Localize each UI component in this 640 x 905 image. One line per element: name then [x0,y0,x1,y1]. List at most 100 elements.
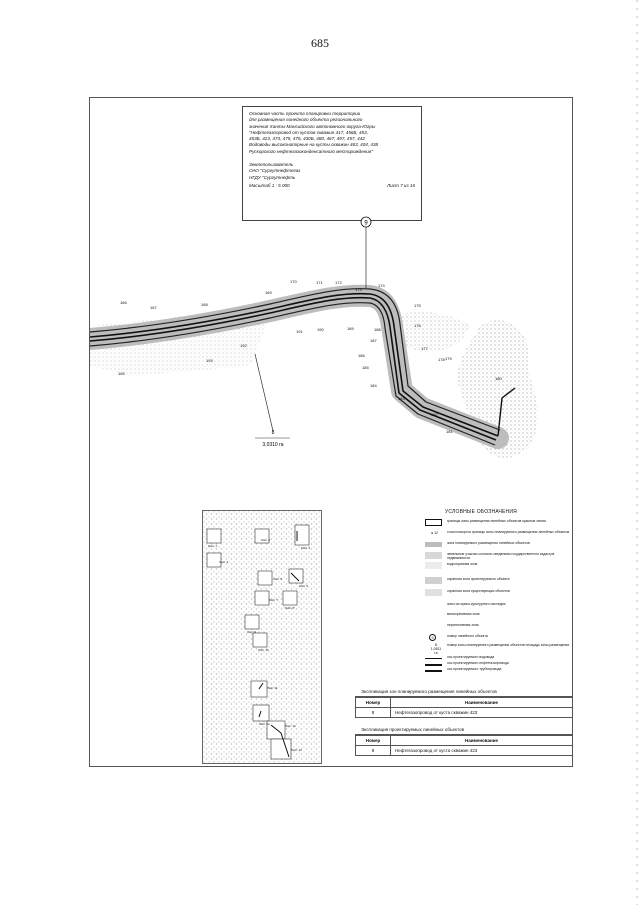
inset-sheet-label: Лист 13 [285,724,296,728]
inset-sheet-label: Лист 2 [261,538,270,542]
point-label: 175 [414,303,421,308]
map-sheet: Основная часть проекта планировки террит… [89,97,573,767]
page-number: 685 [311,36,329,50]
customer-line: ОАО "Сургутнефтегаз [249,168,301,174]
point-label: 170 [290,279,297,284]
point-label: 188 [374,327,381,332]
object-number-marker [360,216,372,228]
legend-point-number: 12 [434,531,438,535]
legend-zone-area: 1,0811 га [430,647,442,655]
inset-sheet-label: Лист 3 [301,546,310,550]
route-map: 9 8 3,0310 га 165 166 167 168 169 170 17… [90,216,539,458]
point-label: 165 [118,371,125,376]
zone-number-label: 8 [272,430,275,436]
title-block: Основная часть проекта планировки террит… [242,106,422,221]
point-label: 178 [438,357,445,362]
inset-sheet-label: Лист 5 [273,577,282,581]
zones-explication-title: Экспликация зон планируемого размещения … [355,688,573,697]
legend-item: охранная зона существующих объектов [425,589,570,597]
scale-label: Масштаб 1 : 5 000 [249,182,290,188]
customer-line: НГДУ "Сургутнефть [249,174,296,180]
objects-explication-title: Экспликация проектируемых линейных объек… [355,726,573,735]
point-label: 180 [495,376,502,381]
legend-item: границы зоны размещения линейных объекто… [425,519,570,527]
title-line: Рускорского нефтегазоконденсатного место… [249,148,373,154]
legend-item: 9 номер линейного объекта [425,634,570,642]
legend-item: земельные участки согласно сведениям гос… [425,552,570,560]
legend-object-number: 9 [429,634,436,641]
point-label: 182 [431,412,438,417]
legend-title: УСЛОВНЫЕ ОБОЗНАЧЕНИЯ [445,509,517,515]
inset-sheet-label: Лист 11 [267,686,278,690]
legend-item: ось проектируемого водовода [425,655,570,663]
objects-explication: Экспликация проектируемых линейных объек… [355,726,573,756]
title-line: "Нефтегазопровод от кустов скважин 417, … [249,129,368,135]
point-label: 190 [317,327,324,332]
zone-boundary [90,302,496,446]
object-number-label: 9 [364,221,368,227]
title-line: значения Ханты-Мансийского автономного о… [249,123,376,129]
zones-explication: Экспликация зон планируемого размещения … [355,688,573,718]
title-line: 453Б, 423, 473, 475, 476, 430Б, 480, 467… [249,136,365,142]
title-line: Водоводы высоконапорные на кусты скважин… [249,142,379,148]
legend-item: ось проектируемого нефтегазопровода [425,661,570,669]
sheet-label: Лист 7 из 16 [386,182,415,188]
pipeline-axis [90,292,499,437]
point-label: 173 [355,287,362,292]
legend-item: водоохранная зона [425,562,570,570]
inset-sheet-label: Лист 12 [259,722,270,726]
point-label: 184 [370,383,377,388]
pipeline-axis [90,296,497,441]
inset-sheet-label: Лист 9 [247,630,256,634]
customer-label: Землепользователь [249,162,294,168]
point-label: 174 [378,283,385,288]
point-label: 183 [398,396,405,401]
pipeline-branch [497,387,516,437]
point-label: 172 [335,280,342,285]
leader-line [254,353,274,432]
inset-overview-map: Лист 1 Лист 2 Лист 3 Лист 4 Лист 5 Лист … [202,510,322,764]
point-label: 176 [414,323,421,328]
scan-edge [636,0,638,905]
point-label: 181 [446,429,453,434]
legend-item: мелиоративная зона [447,612,480,616]
legend-item: ● 12 точки поворота границы зоны планиру… [431,530,570,535]
legend-item: ось проектируемого трубопровода [425,667,570,675]
point-label: 177 [421,346,428,351]
point-label: 185 [362,365,369,370]
point-label: 191 [296,329,303,334]
point-label: 169 [265,290,272,295]
point-label: 166 [120,300,127,305]
map-legend: УСЛОВНЫЕ ОБОЗНАЧЕНИЯ границы зоны размещ… [415,505,572,690]
legend-item: перспективная зона [447,623,479,627]
inset-sheet-label: Лист 4 [219,560,228,564]
zone-area-label: 3,0310 га [262,442,283,448]
legend-item: зоны историко-культурного наследия [447,602,506,606]
point-label: 192 [240,343,247,348]
point-label: 171 [316,280,323,285]
point-label: 179 [445,356,452,361]
zone-boundary [90,288,501,431]
point-label: 167 [150,305,157,310]
title-line: для размещения линейного объекта региона… [249,117,363,123]
zone-band [90,284,509,449]
point-label: 187 [370,338,377,343]
point-label: 168 [201,302,208,307]
inset-sheet-label: Лист 6 [299,584,308,588]
inset-sheet-label: Лист 10 [258,648,269,652]
point-label: 189 [347,326,354,331]
inset-sheet-label: Лист 14 [291,748,302,752]
legend-item: зона планируемого размещения линейных об… [425,541,570,549]
inset-sheet-label: Лист 1 [208,544,217,548]
legend-item: охранная зона проектируемого объекта [425,577,570,585]
inset-sheet-label: Лист 7 [269,598,278,602]
point-label: 193 [206,358,213,363]
inset-sheet-label: Лист 8 [285,606,294,610]
point-label: 186 [358,353,365,358]
title-line: Основная часть проекта планировки террит… [249,111,361,116]
